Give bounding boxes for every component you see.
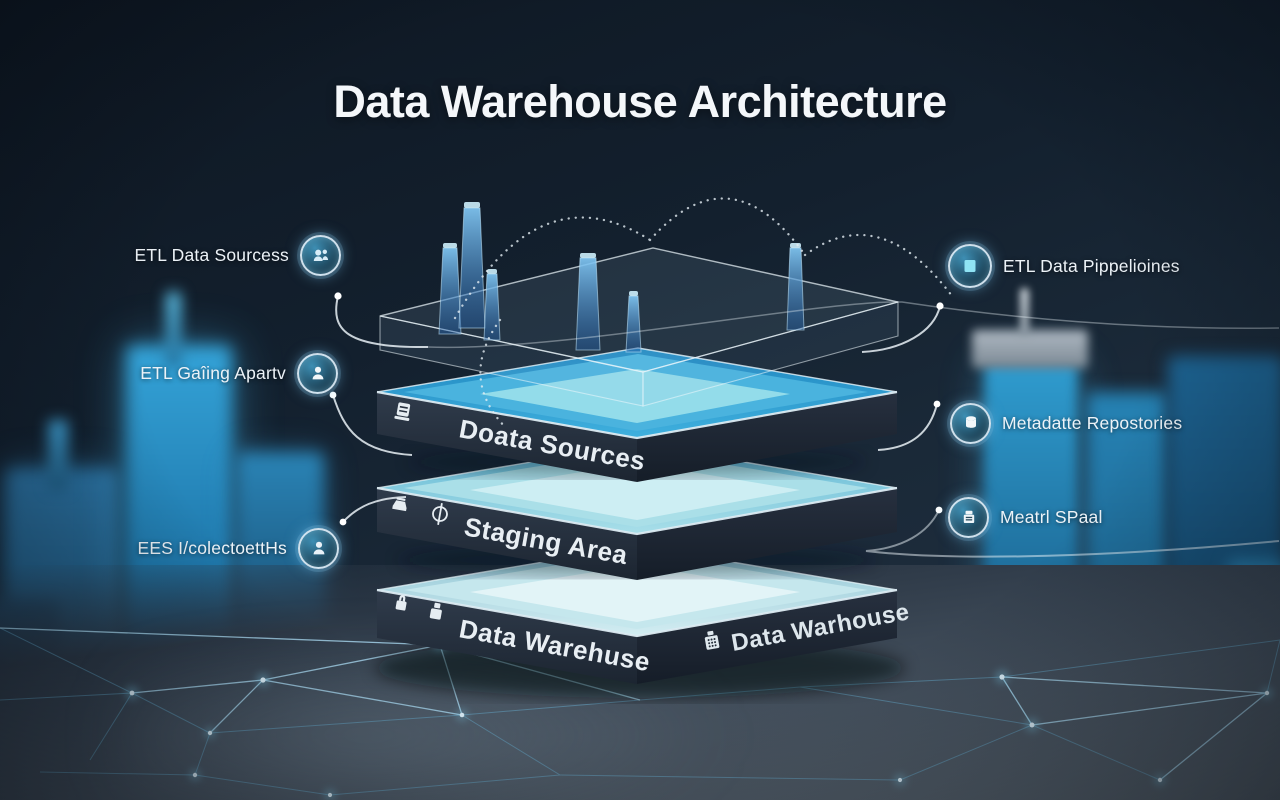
callout-label: Meatrl SPaal: [1000, 506, 1103, 527]
people-icon: [300, 234, 341, 276]
callout-label: Metadatte Repostories: [1002, 412, 1183, 433]
callout-metric-spa: Meatrl SPaal: [948, 496, 1103, 538]
callout-ees-collectors: EES I/colectoettHs: [137, 527, 339, 569]
person-icon: [297, 352, 338, 394]
callout-metadata-repositories: Metadatte Repostories: [950, 402, 1183, 444]
database-icon: [950, 402, 991, 444]
callout-label: ETL Data Sourcess: [134, 244, 289, 265]
package-icon: [948, 496, 989, 538]
callout-etl-data-sources: ETL Data Sourcess: [134, 234, 341, 276]
callout-etl-gating: ETL Gaîing Apartv: [140, 352, 338, 394]
callout-label: EES I/colectoettHs: [137, 537, 287, 558]
pipeline-square-icon: [948, 244, 992, 288]
callout-etl-data-pipelines: ETL Data Pippelioines: [948, 244, 1180, 288]
person-icon: [298, 527, 339, 569]
callout-label: ETL Gaîing Apartv: [140, 362, 286, 383]
page-title: Data Warehouse Architecture: [333, 76, 947, 127]
callout-label: ETL Data Pippelioines: [1003, 255, 1180, 276]
